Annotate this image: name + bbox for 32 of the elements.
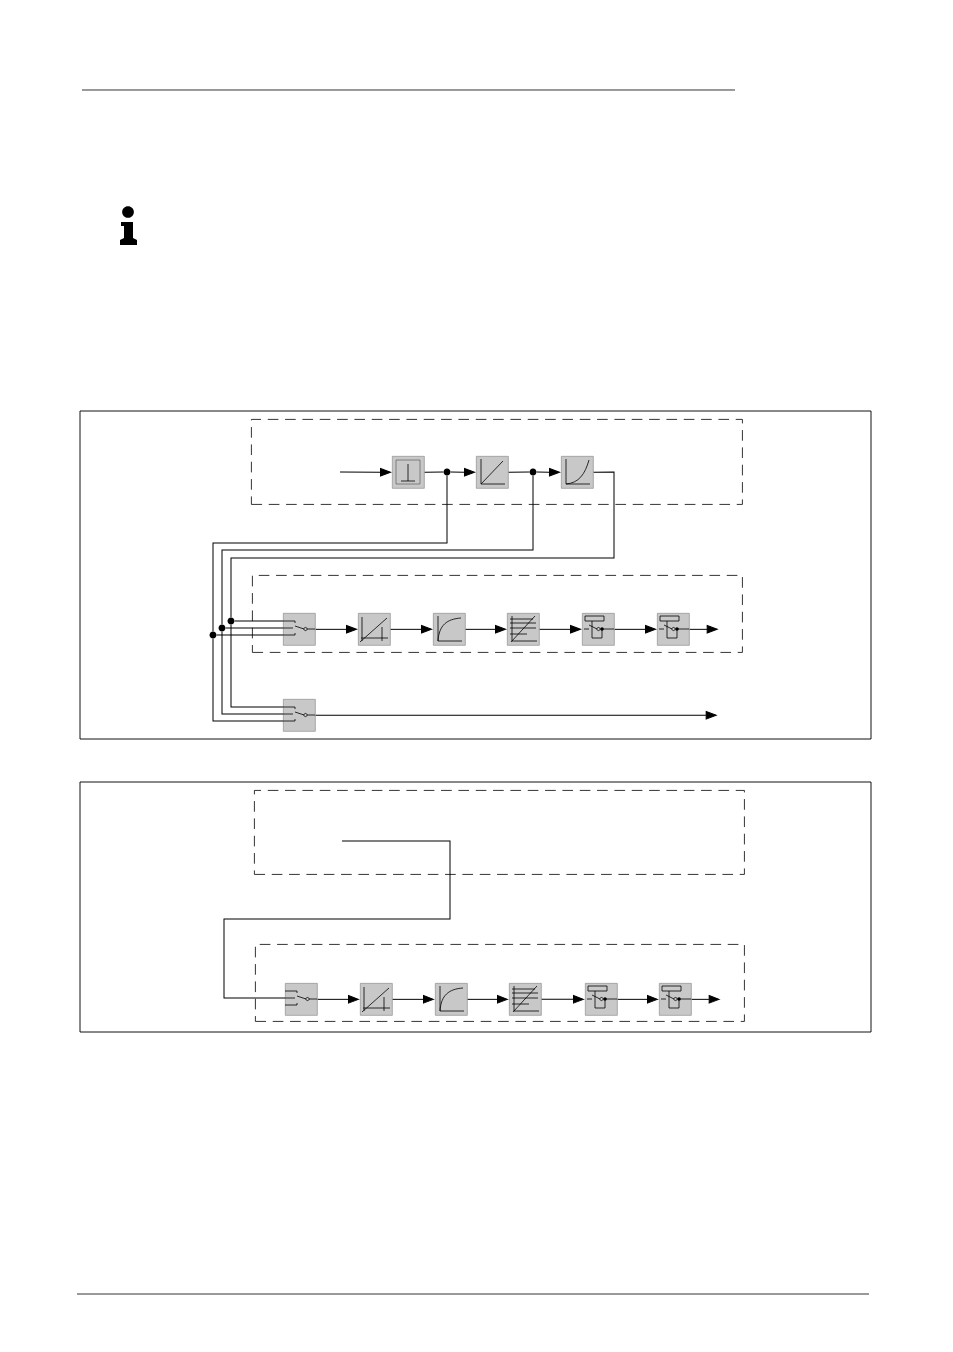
connector-line — [221, 475, 534, 625]
connector-line — [230, 471, 615, 618]
connector-line — [223, 840, 451, 999]
arrow — [390, 625, 433, 634]
arrow — [450, 467, 476, 477]
arrow — [467, 995, 509, 1004]
dashed-frame — [252, 575, 743, 653]
connector-line — [230, 624, 284, 708]
connector-line — [216, 634, 284, 636]
dashed-frame — [255, 944, 745, 1022]
arrow — [536, 467, 561, 477]
arrow — [617, 995, 659, 1004]
connector-line — [424, 471, 444, 473]
connector-line — [212, 475, 448, 632]
connector-line — [212, 638, 284, 722]
connector-line — [508, 471, 530, 473]
arrow — [689, 625, 718, 634]
connector-line — [234, 620, 284, 622]
connector-line — [221, 631, 284, 715]
arrow — [392, 995, 435, 1004]
connector-line — [225, 627, 284, 629]
arrow — [691, 995, 720, 1004]
arrow — [317, 995, 360, 1004]
arrow — [614, 625, 657, 634]
arrow — [315, 711, 717, 720]
dashed-frame — [254, 790, 745, 875]
dashed-frame — [251, 419, 743, 505]
arrow — [539, 625, 582, 634]
arrow — [465, 625, 507, 634]
arrow — [339, 468, 392, 477]
arrow — [315, 625, 358, 634]
arrow — [541, 995, 585, 1004]
